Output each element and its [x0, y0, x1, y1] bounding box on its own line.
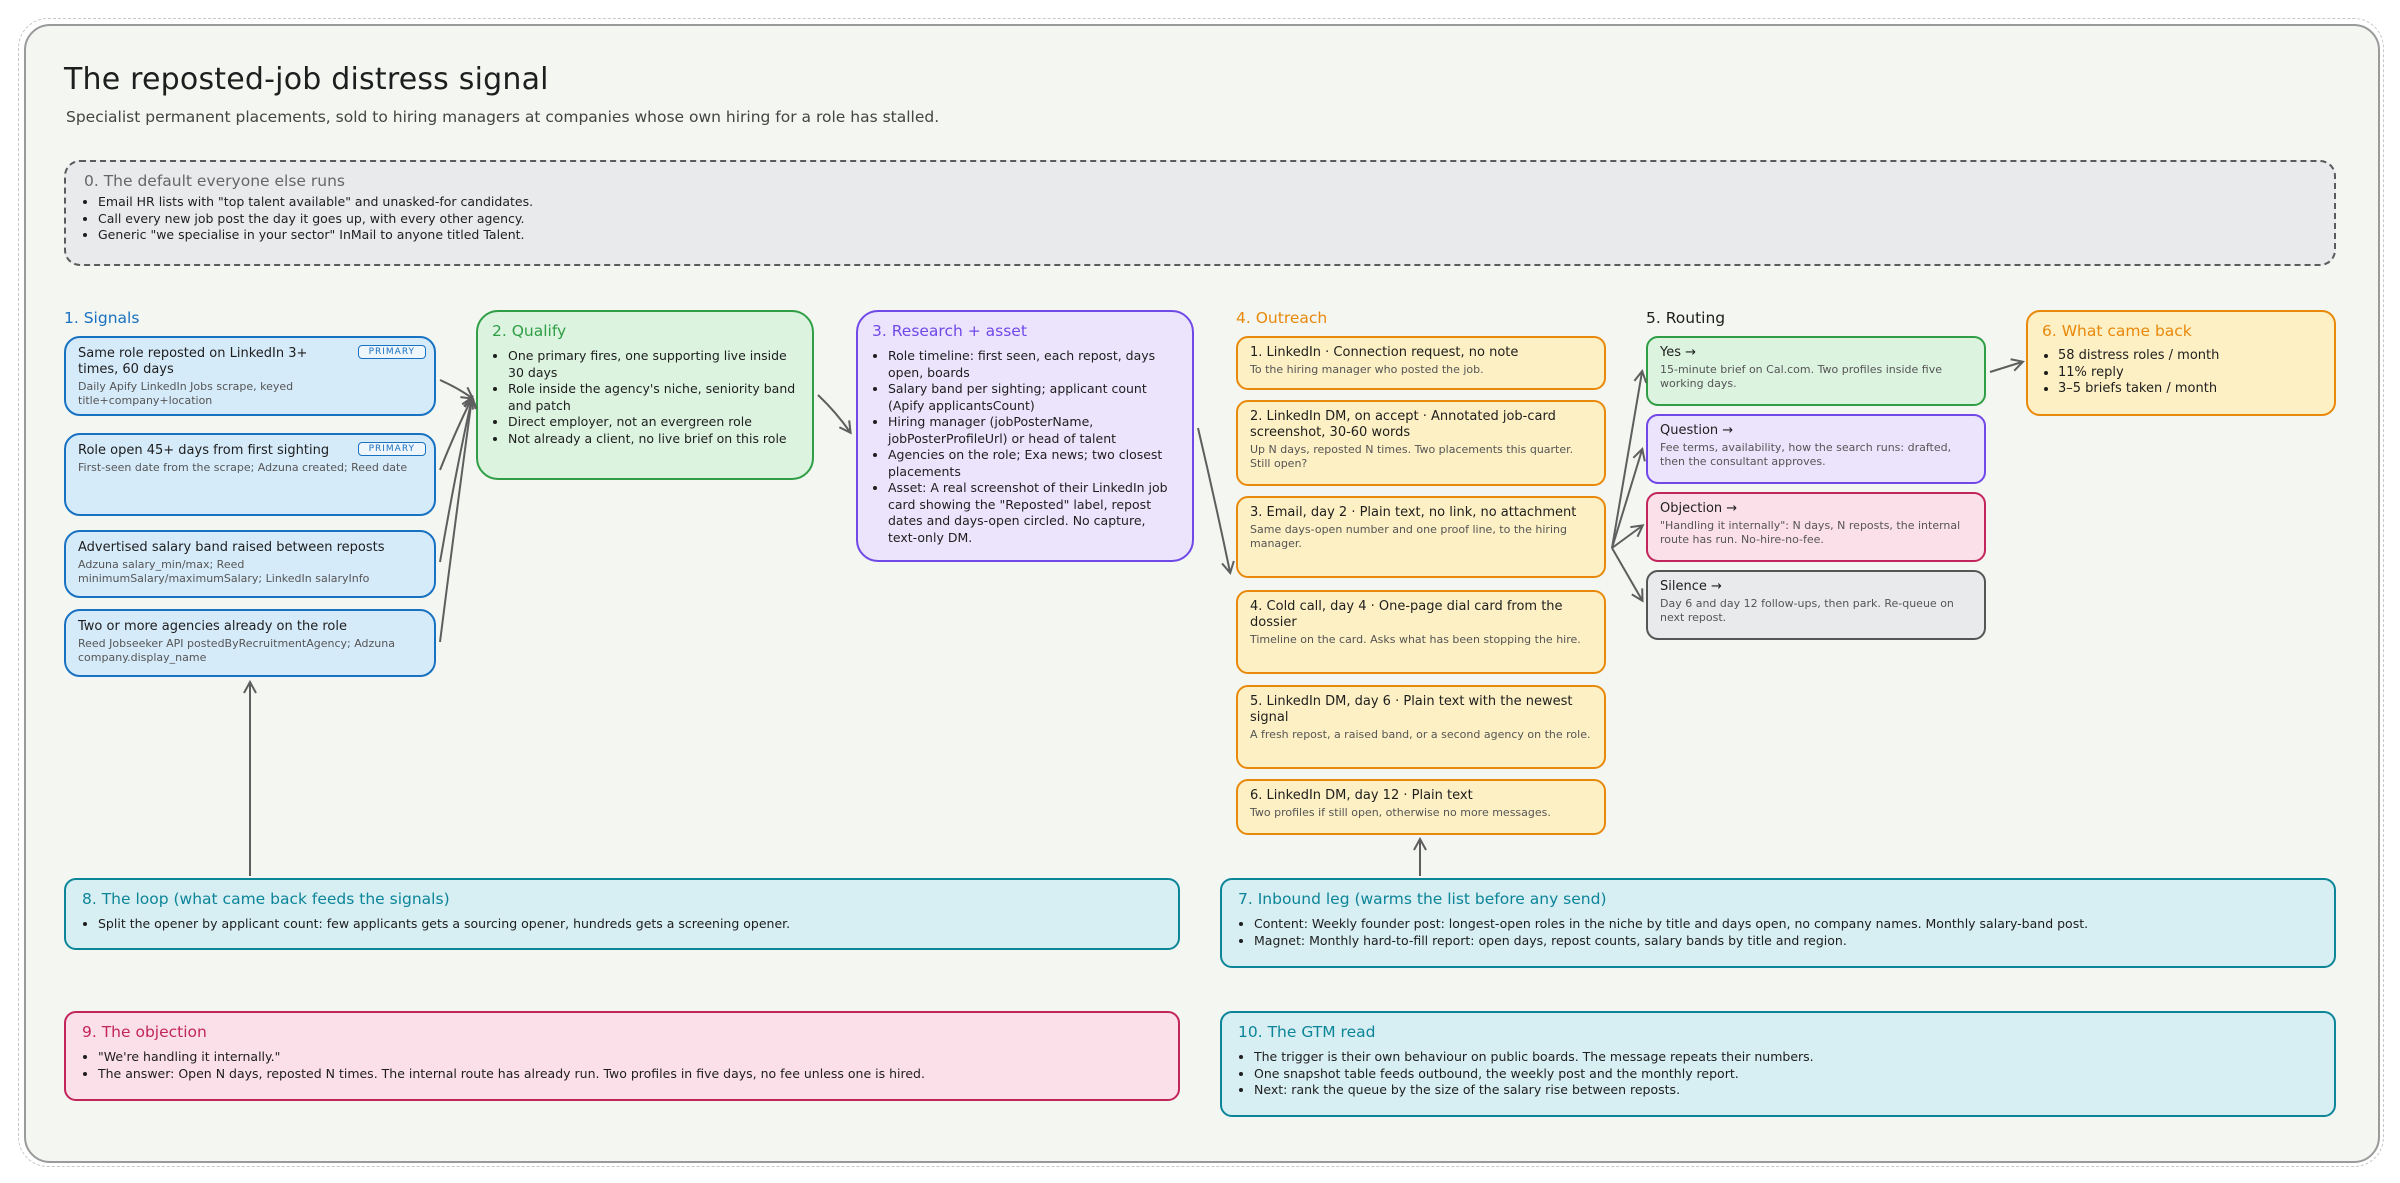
qualify-item: Direct employer, not an evergreen role: [508, 414, 798, 431]
default-item: Call every new job post the day it goes …: [98, 211, 2316, 228]
outreach-step-title: 6. LinkedIn DM, day 12 · Plain text: [1250, 788, 1473, 803]
outreach-step-title: 2. LinkedIn DM, on accept · Annotated jo…: [1250, 409, 1556, 440]
inbound-title: 7. Inbound leg (warms the list before an…: [1238, 890, 1607, 908]
inbound-box: 7. Inbound leg (warms the list before an…: [1220, 878, 2336, 968]
signal-card: Advertised salary band raised between re…: [64, 530, 436, 598]
arrow-research-to-outreach: [1197, 427, 1230, 572]
objection-item: The answer: Open N days, reposted N time…: [98, 1066, 1162, 1083]
gtm-read-item: The trigger is their own behaviour on pu…: [1254, 1049, 2318, 1066]
routing-title: Question →: [1660, 423, 1734, 438]
results-item: 11% reply: [2058, 365, 2320, 382]
arrow-signal-to-qualify: [439, 379, 472, 398]
gtm-read-title: 10. The GTM read: [1238, 1023, 1376, 1041]
outreach-step-note: Two profiles if still open, otherwise no…: [1250, 806, 1551, 819]
outreach-step-title: 3. Email, day 2 · Plain text, no link, n…: [1250, 505, 1577, 520]
results-item: 3–5 briefs taken / month: [2058, 381, 2320, 398]
qualify-item: Role inside the agency's niche, seniorit…: [508, 381, 798, 414]
default-item: Email HR lists with "top talent availabl…: [98, 194, 2316, 211]
outreach-step-note: A fresh repost, a raised band, or a seco…: [1250, 728, 1591, 741]
arrow-signal-to-qualify: [439, 398, 472, 563]
research-title: 3. Research + asset: [872, 322, 1027, 340]
results-item: 58 distress roles / month: [2058, 348, 2320, 365]
signal-card: PRIMARY Role open 45+ days from first si…: [64, 433, 436, 516]
routing-objection: Objection → "Handling it internally": N …: [1646, 492, 1986, 562]
routing-note: Day 6 and day 12 follow-ups, then park. …: [1660, 597, 1954, 624]
research-item: Asset: A real screenshot of their Linked…: [888, 480, 1178, 546]
arrow-outreach-to-routing: [1611, 547, 1642, 600]
primary-badge: PRIMARY: [357, 345, 426, 359]
routing-note: 15-minute brief on Cal.com. Two profiles…: [1660, 363, 1942, 390]
outreach-step: 6. LinkedIn DM, day 12 · Plain text Two …: [1236, 779, 1606, 835]
loop-title: 8. The loop (what came back feeds the si…: [82, 890, 450, 908]
results-box: 6. What came back 58 distress roles / mo…: [2026, 310, 2336, 416]
signal-source: Reed Jobseeker API postedByRecruitmentAg…: [78, 637, 395, 664]
results-title: 6. What came back: [2042, 322, 2192, 340]
signal-source: Daily Apify LinkedIn Jobs scrape, keyed …: [78, 380, 294, 407]
routing-label: 5. Routing: [1646, 309, 1726, 327]
signal-card: PRIMARY Same role reposted on LinkedIn 3…: [64, 336, 436, 416]
inbound-item: Magnet: Monthly hard-to-fill report: ope…: [1254, 933, 2318, 950]
signals-label: 1. Signals: [64, 309, 140, 327]
routing-note: Fee terms, availability, how the search …: [1660, 441, 1952, 468]
default-approach-box: 0. The default everyone else runs Email …: [64, 160, 2336, 266]
gtm-read-box: 10. The GTM read The trigger is their ow…: [1220, 1011, 2336, 1117]
qualify-item: One primary fires, one supporting live i…: [508, 348, 798, 381]
outreach-step-note: Same days-open number and one proof line…: [1250, 523, 1567, 550]
arrow-outreach-to-routing: [1611, 526, 1642, 549]
signal-source: First-seen date from the scrape; Adzuna …: [78, 461, 408, 474]
outreach-label: 4. Outreach: [1236, 309, 1328, 327]
outreach-step: 4. Cold call, day 4 · One-page dial card…: [1236, 590, 1606, 674]
outreach-step-title: 4. Cold call, day 4 · One-page dial card…: [1250, 599, 1563, 630]
arrow-yes-to-results: [1989, 362, 2022, 373]
inbound-item: Content: Weekly founder post: longest-op…: [1254, 916, 2318, 933]
gtm-read-item: One snapshot table feeds outbound, the w…: [1254, 1066, 2318, 1083]
outreach-step: 1. LinkedIn · Connection request, no not…: [1236, 336, 1606, 390]
outreach-step-note: Up N days, reposted N times. Two placeme…: [1250, 443, 1574, 470]
routing-title: Silence →: [1660, 579, 1722, 594]
research-box: 3. Research + asset Role timeline: first…: [856, 310, 1194, 562]
primary-badge: PRIMARY: [357, 442, 426, 456]
qualify-item: Not already a client, no live brief on t…: [508, 431, 798, 448]
outreach-step: 3. Email, day 2 · Plain text, no link, n…: [1236, 496, 1606, 578]
qualify-title: 2. Qualify: [492, 322, 567, 340]
outreach-step-note: Timeline on the card. Asks what has been…: [1250, 633, 1581, 646]
outreach-step: 2. LinkedIn DM, on accept · Annotated jo…: [1236, 400, 1606, 486]
arrow-qualify-to-research: [817, 394, 850, 432]
page-title: The reposted-job distress signal: [64, 62, 549, 97]
signal-title: Two or more agencies already on the role: [78, 619, 347, 634]
default-approach-title: 0. The default everyone else runs: [84, 172, 345, 190]
loop-item: Split the opener by applicant count: few…: [98, 916, 1162, 933]
research-item: Salary band per sighting; applicant coun…: [888, 381, 1178, 414]
loop-box: 8. The loop (what came back feeds the si…: [64, 878, 1180, 950]
default-item: Generic "we specialise in your sector" I…: [98, 227, 2316, 244]
outreach-step-note: To the hiring manager who posted the job…: [1250, 363, 1484, 376]
research-item: Hiring manager (jobPosterName, jobPoster…: [888, 414, 1178, 447]
page-subtitle: Specialist permanent placements, sold to…: [66, 108, 940, 126]
objection-box: 9. The objection "We're handling it inte…: [64, 1011, 1180, 1101]
outreach-step: 5. LinkedIn DM, day 6 · Plain text with …: [1236, 685, 1606, 769]
routing-title: Yes →: [1660, 345, 1697, 360]
arrow-signal-to-qualify: [439, 398, 472, 643]
arrow-outreach-to-routing: [1611, 372, 1642, 549]
objection-title: 9. The objection: [82, 1023, 207, 1041]
signal-title: Same role reposted on LinkedIn 3+ times,…: [78, 346, 308, 377]
signal-card: Two or more agencies already on the role…: [64, 609, 436, 677]
routing-note: "Handling it internally": N days, N repo…: [1660, 519, 1961, 546]
signal-source: Adzuna salary_min/max; Reed minimumSalar…: [78, 558, 370, 585]
routing-question: Question → Fee terms, availability, how …: [1646, 414, 1986, 484]
signal-title: Advertised salary band raised between re…: [78, 540, 385, 555]
qualify-box: 2. Qualify One primary fires, one suppor…: [476, 310, 814, 480]
objection-item: "We're handling it internally.": [98, 1049, 1162, 1066]
signal-title: Role open 45+ days from first sighting: [78, 443, 330, 458]
routing-silence: Silence → Day 6 and day 12 follow-ups, t…: [1646, 570, 1986, 640]
research-item: Agencies on the role; Exa news; two clos…: [888, 447, 1178, 480]
arrow-outreach-to-routing: [1611, 450, 1642, 549]
outreach-step-title: 1. LinkedIn · Connection request, no not…: [1250, 345, 1519, 360]
canvas-outer-border: [18, 18, 2384, 1167]
outreach-step-title: 5. LinkedIn DM, day 6 · Plain text with …: [1250, 694, 1573, 725]
research-item: Role timeline: first seen, each repost, …: [888, 348, 1178, 381]
routing-title: Objection →: [1660, 501, 1738, 516]
gtm-read-item: Next: rank the queue by the size of the …: [1254, 1082, 2318, 1099]
